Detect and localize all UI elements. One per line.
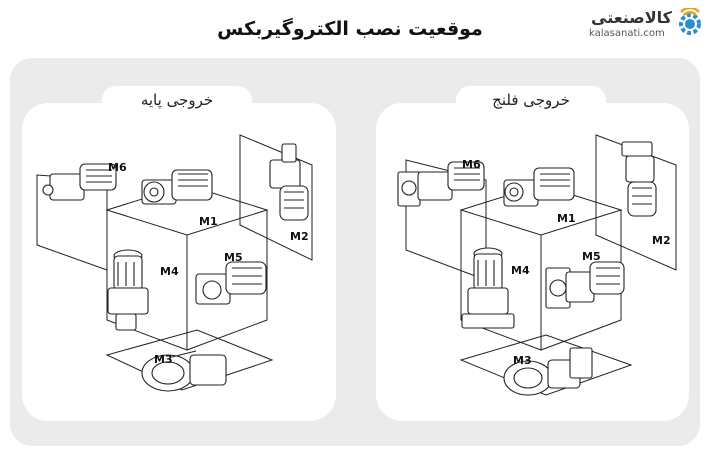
gearbox-m4 [461, 247, 515, 329]
gearbox-m4 [107, 249, 149, 331]
label-m6: M6 [108, 161, 127, 174]
label-m2: M2 [652, 234, 671, 247]
gearbox-m3 [141, 350, 227, 392]
site-logo[interactable]: کالاصنعتی kalasanati.com [575, 6, 705, 46]
gearbox-m2 [269, 143, 309, 221]
label-m3: M3 [154, 353, 173, 366]
label-m1: M1 [557, 212, 576, 225]
gearbox-m5 [545, 261, 625, 309]
label-m2: M2 [290, 230, 309, 243]
label-m4: M4 [511, 264, 530, 277]
cube-right-face [540, 210, 622, 351]
gearbox-m2 [621, 141, 657, 217]
gearbox-m3 [503, 347, 593, 396]
cube-left-face [460, 210, 542, 351]
cube-right-face [186, 210, 268, 351]
label-m5: M5 [582, 250, 601, 263]
panel-title-flange: خروجی فلنج [456, 86, 606, 112]
gearbox-m1 [503, 167, 575, 207]
panel-title-foot: خروجی پایه [102, 86, 252, 112]
gearbox-m5 [195, 261, 267, 305]
logo-domain: kalasanati.com [589, 28, 665, 39]
label-m3: M3 [513, 354, 532, 367]
page-title: موقعیت نصب الکتروگیربکس [217, 18, 483, 40]
gearbox-m6 [397, 161, 485, 207]
diagram-foot-mounted: M6 M1 M2 M4 M5 M3 [36, 134, 313, 392]
gearbox-m1 [141, 169, 213, 205]
logo-name: کالاصنعتی [591, 8, 672, 27]
label-m6: M6 [462, 158, 481, 171]
label-m5: M5 [224, 251, 243, 264]
label-m1: M1 [199, 215, 218, 228]
gearbox-m6 [42, 163, 117, 201]
diagram-flange-mounted: M6 M1 M2 M4 M5 M3 [397, 134, 677, 396]
label-m4: M4 [160, 265, 179, 278]
gear-icon [679, 8, 701, 35]
